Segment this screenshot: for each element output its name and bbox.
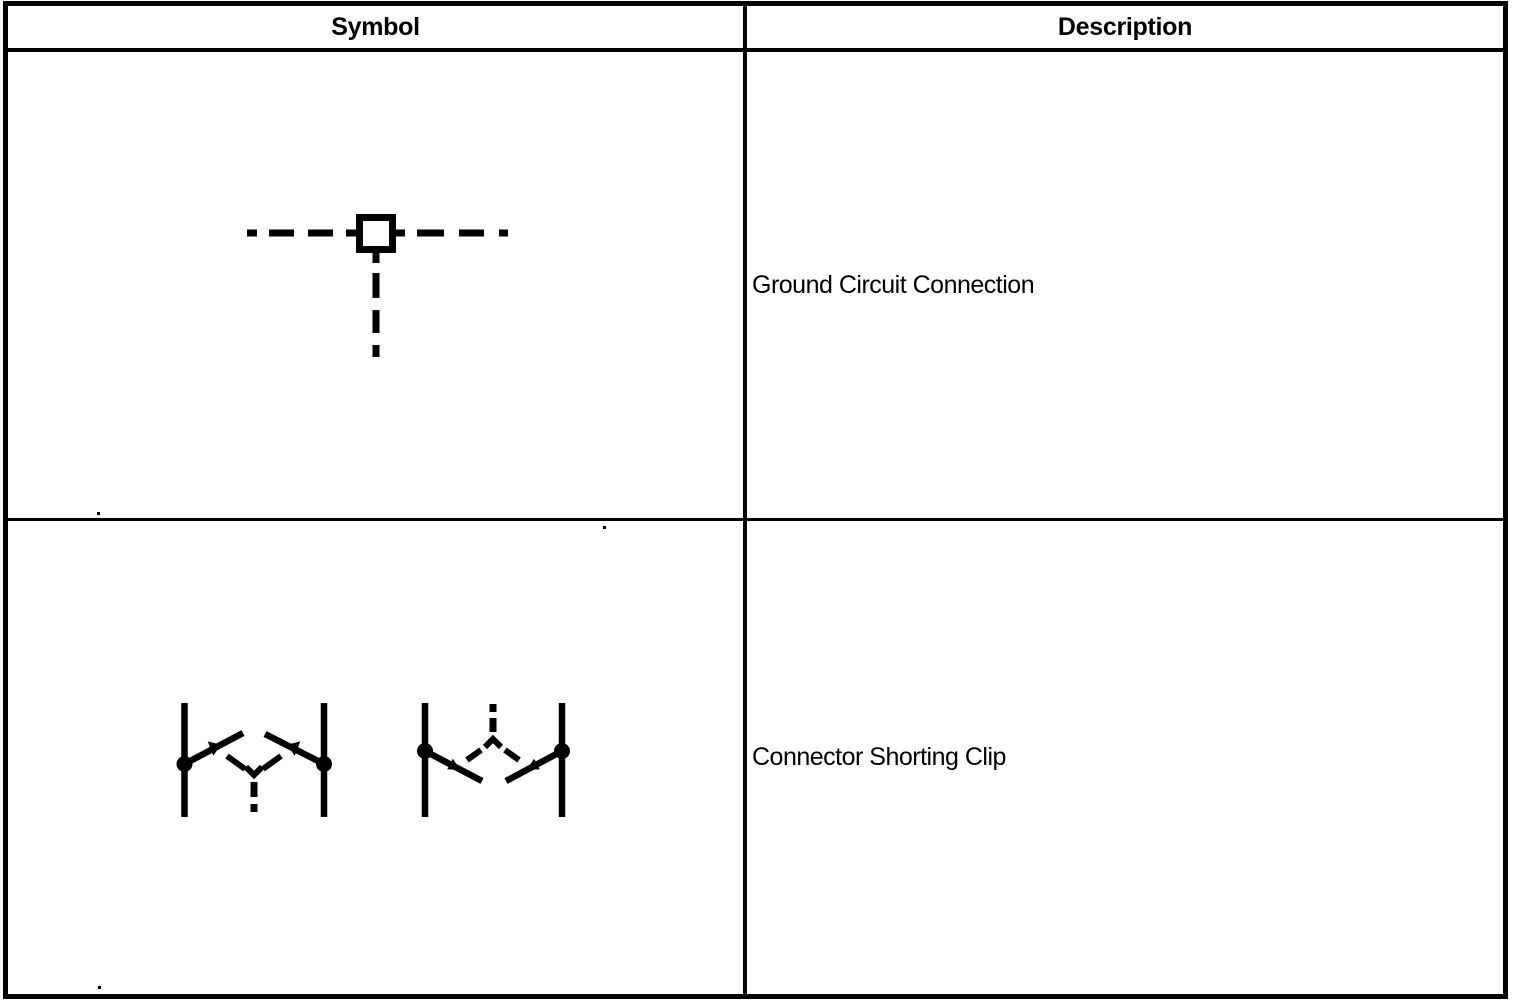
description-text: Connector Shorting Clip — [752, 743, 1006, 771]
dashed-branch-left — [465, 747, 483, 763]
down-arrowhead — [243, 764, 265, 780]
table-row-2-symbol-cell — [8, 521, 747, 994]
column-header-description: Description — [747, 6, 1503, 52]
dashed-branch-left — [225, 753, 247, 772]
left-arm-barb — [447, 758, 461, 770]
description-text: Ground Circuit Connection — [752, 270, 1035, 299]
table-row-2-description-cell: Connector Shorting Clip — [747, 521, 1503, 994]
connection-box — [356, 214, 396, 253]
column-header-description-label: Description — [1057, 12, 1193, 41]
connector-shorting-clip-icon-1 — [176, 703, 332, 817]
dashed-branch-right — [503, 747, 521, 763]
scan-speck — [97, 512, 100, 515]
ground-circuit-connection-icon — [239, 214, 514, 358]
right-arm-barb — [526, 758, 540, 770]
column-header-symbol: Symbol — [8, 6, 747, 52]
connector-shorting-clip-icon-2 — [417, 703, 570, 817]
scan-speck — [603, 526, 606, 529]
left-arm-barb — [207, 741, 221, 756]
table-row-1-description-cell: Ground Circuit Connection — [747, 52, 1503, 521]
table-row-1-symbol-cell — [8, 52, 747, 521]
scan-speck — [98, 986, 101, 989]
column-header-symbol-label: Symbol — [331, 12, 420, 41]
right-arm-barb — [287, 741, 301, 756]
up-arrowhead — [482, 734, 504, 750]
symbol-legend-table: Symbol Description Ground Circuit Connec… — [3, 1, 1508, 999]
dashed-branch-right — [261, 753, 283, 772]
